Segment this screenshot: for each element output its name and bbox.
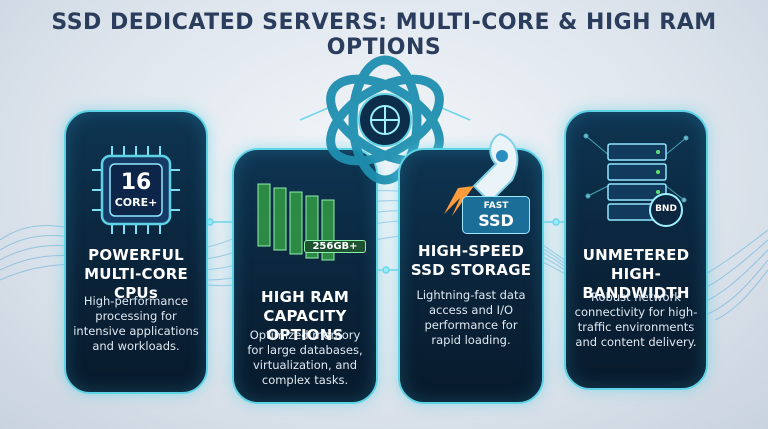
server-rack-icon xyxy=(583,133,689,227)
rocket-ssd-icon xyxy=(444,132,519,216)
ssd-badge: FAST SSD xyxy=(462,196,530,234)
cpu-core-label: CORE+ xyxy=(114,196,158,209)
card-heading: UNMETERED HIGH-BANDWIDTH xyxy=(582,246,690,302)
feature-card-ssd: FAST SSD HIGH-SPEED SSD STORAGE Lightnin… xyxy=(398,132,544,404)
feature-card-bandwidth: BND UNMETERED HIGH-BANDWIDTH Robust netw… xyxy=(564,110,708,390)
card-description: High-performance processing for intensiv… xyxy=(73,294,199,353)
card-description: Lightning-fast data access and I/O perfo… xyxy=(416,288,526,347)
ram-capacity-label: 256GB+ xyxy=(304,240,366,253)
knot-logo-icon xyxy=(326,55,444,185)
card-heading: HIGH RAM CAPACITY OPTIONS xyxy=(261,288,349,344)
card-description: Optimized memory for large databases, vi… xyxy=(247,328,363,387)
feature-card-ram: 256GB+ HIGH RAM CAPACITY OPTIONS Optimiz… xyxy=(232,148,378,404)
bandwidth-gauge-label: BND xyxy=(655,204,677,214)
card-heading: POWERFUL MULTI-CORE CPUs xyxy=(84,246,188,302)
cpu-core-count: 16 xyxy=(120,170,152,195)
ram-modules-icon xyxy=(257,183,335,261)
feature-card-cpu: 16 CORE+ POWERFUL MULTI-CORE CPUs High-p… xyxy=(64,110,208,394)
cpu-chip-icon xyxy=(92,146,180,234)
card-heading: HIGH-SPEED SSD STORAGE xyxy=(410,242,532,279)
card-description: Robust network connectivity for high- tr… xyxy=(574,290,698,349)
page-title: SSD DEDICATED SERVERS: MULTI-CORE & HIGH… xyxy=(51,10,717,60)
